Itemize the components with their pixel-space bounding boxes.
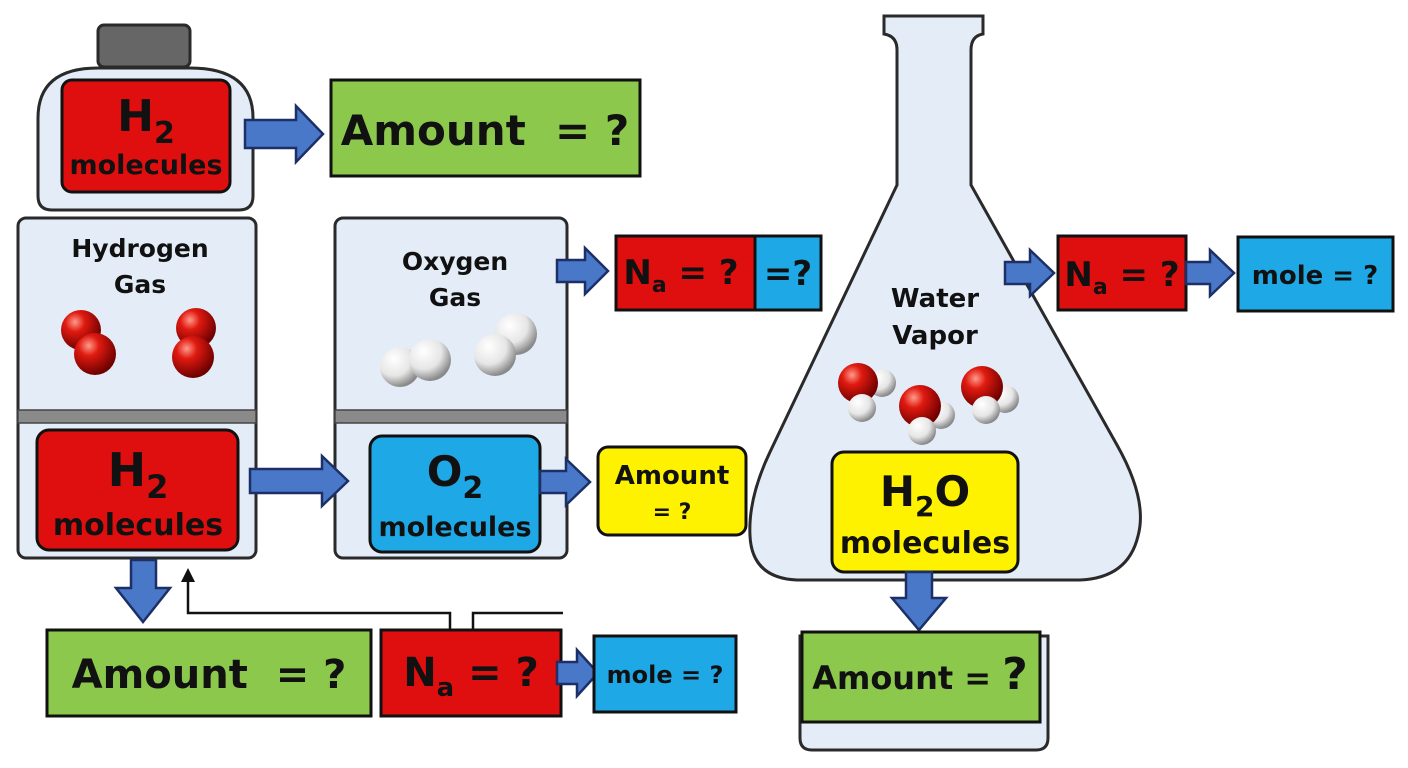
svg-text:Na = ?: Na = ? (623, 253, 738, 298)
water-mole-text: mole = ? (1252, 261, 1378, 291)
oxygen-na-sub: a (652, 273, 667, 298)
flask-body (748, 14, 1142, 582)
water-title-line1: Water (891, 284, 979, 314)
water-title-line2: Vapor (892, 321, 978, 351)
canister-amount-text: Amount = ? (341, 106, 629, 155)
hydrogen-h2-formula: H (108, 443, 147, 497)
canister-amount-box (329, 78, 642, 178)
arrow-na-to-mole (555, 646, 600, 700)
hydrogen-na-main: N (403, 650, 436, 696)
water-amount-main: Amount = (812, 659, 1002, 697)
water-na-sub: a (1093, 275, 1108, 300)
erlenmeyer-flask: Water Vapor H2O molecules (748, 14, 1142, 582)
water-formula-o: O (934, 467, 970, 516)
arrow-na-to-water-mole (1184, 247, 1236, 299)
hydrogen-na-box (379, 628, 563, 718)
water-formula-h: H (880, 467, 915, 516)
o2-molecule (380, 339, 451, 387)
water-mole-box (1236, 235, 1395, 313)
svg-text:Amount = ?: Amount = ? (812, 649, 1028, 700)
arrow-oxygen-to-na (555, 244, 610, 298)
hydrogen-amount-box (45, 628, 373, 718)
oxygen-amount-box (596, 445, 748, 537)
h2o-molecule (899, 385, 955, 445)
oxygen-na-main: N (623, 253, 651, 293)
oxygen-amount-line2: = ? (653, 500, 692, 525)
hydrogen-title-line2: Gas (114, 270, 166, 299)
oxygen-o2-formula: O (427, 447, 463, 496)
canister-h2-box (60, 78, 232, 194)
water-h2o-word: molecules (840, 526, 1010, 561)
oxygen-divider (334, 409, 568, 424)
oxygen-equals-text: =? (764, 254, 812, 294)
oxygen-title-line1: Oxygen (402, 247, 508, 276)
canister-h2-subscript: 2 (154, 116, 175, 151)
arrow-o2-to-amount (538, 456, 592, 508)
hydrogen-amount-text: Amount = ? (72, 652, 347, 698)
connector-line-na-to-hydrogen (186, 575, 452, 632)
svg-text:Na = ?: Na = ? (403, 650, 539, 703)
hydrogen-mole-text: mole = ? (607, 661, 724, 689)
svg-text:Na = ?: Na = ? (1064, 255, 1179, 300)
hydrogen-mole-box (592, 634, 738, 714)
svg-text:H2: H2 (108, 443, 169, 506)
canister-h2-word: molecules (69, 150, 222, 181)
water-amount-box (800, 630, 1042, 724)
gas-canister: H2 molecules (36, 23, 255, 212)
oxygen-container: Oxygen Gas O2 molecules (333, 216, 569, 560)
arrow-h2-to-o2 (248, 453, 350, 509)
oxygen-na-box (614, 234, 758, 312)
hydrogen-h2-word: molecules (53, 508, 223, 543)
oxygen-na-rest: = ? (667, 253, 739, 293)
hydrogen-na-sub: a (437, 673, 455, 703)
h2-molecule (172, 308, 216, 378)
hydrogen-container: Hydrogen Gas H2 molecules (16, 216, 258, 560)
canister-h2-formula: H (117, 91, 154, 142)
arrow-flask-to-na (1003, 247, 1056, 299)
oxygen-o2-subscript: 2 (462, 471, 483, 506)
svg-text:H2: H2 (117, 91, 175, 151)
oxygen-amount-line1: Amount (615, 461, 730, 491)
hydrogen-h2-box (35, 428, 240, 552)
hydrogen-divider (17, 409, 257, 424)
canister-cap (96, 23, 192, 69)
connector-line-na-right (471, 611, 563, 632)
hydrogen-title-line1: Hydrogen (71, 234, 208, 263)
oxygen-equals-box (753, 234, 823, 312)
arrow-flask-down-to-amount (889, 570, 949, 632)
water-na-rest: = ? (1108, 255, 1180, 295)
water-na-main: N (1064, 255, 1092, 295)
hydrogen-na-rest: = ? (454, 650, 539, 696)
water-formula-subscript: 2 (915, 490, 934, 523)
svg-text:O2: O2 (427, 447, 484, 506)
o2-molecule (474, 313, 537, 376)
svg-text:H2O: H2O (880, 467, 970, 523)
connector-arrowhead (181, 568, 195, 582)
oxygen-title-line2: Gas (429, 283, 481, 312)
h2o-molecule (838, 363, 896, 422)
oxygen-o2-word: molecules (378, 512, 531, 543)
water-amount-q: ? (1002, 649, 1028, 700)
h2o-molecule (961, 366, 1019, 424)
hydrogen-h2-subscript: 2 (146, 468, 168, 506)
arrow-h2-down-to-amount (113, 558, 173, 625)
h2-molecule (61, 310, 116, 375)
arrow-canister-to-amount (243, 102, 325, 166)
